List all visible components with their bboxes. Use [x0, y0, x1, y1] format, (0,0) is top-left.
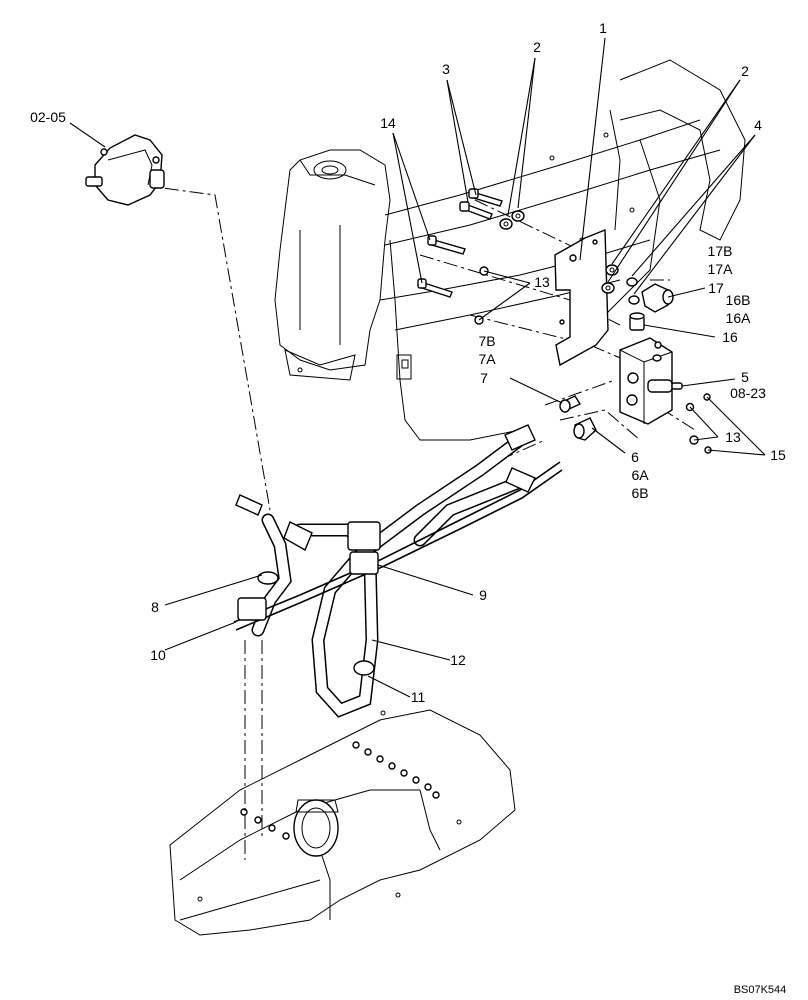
callout-7a: 7A — [478, 351, 496, 367]
callout-16: 16 — [722, 329, 738, 345]
callout-17b: 17B — [708, 243, 733, 259]
floor-bolt-row — [240, 741, 440, 840]
hose-fittings — [235, 424, 536, 552]
chassis-frame — [274, 59, 746, 441]
callout-17a: 17A — [708, 261, 734, 277]
callout-15: 15 — [770, 447, 786, 463]
callout-3: 3 — [442, 61, 450, 77]
callout-11: 11 — [411, 689, 426, 705]
callout-7b: 7B — [478, 333, 495, 349]
leader-lines — [69, 37, 766, 698]
callout-02-05: 02-05 — [30, 109, 66, 125]
elbow-fitting-17 — [641, 283, 674, 313]
callout-16a: 16A — [726, 310, 752, 326]
elbow-fitting-6 — [573, 417, 597, 441]
callout-08-23: 08-23 — [730, 385, 766, 401]
callout-10: 10 — [150, 647, 166, 663]
callout-1: 1 — [599, 20, 607, 36]
hose-clamps — [237, 521, 381, 676]
callout-14: 14 — [380, 115, 396, 131]
callout-4: 4 — [754, 117, 762, 133]
callout-7: 7 — [480, 370, 488, 386]
floor-plate — [169, 709, 516, 936]
callout-17: 17 — [708, 280, 724, 296]
straight-fitting-7 — [559, 395, 582, 413]
hydraulic-pump — [85, 134, 165, 206]
callout-6b: 6B — [631, 485, 648, 501]
callout-16b: 16B — [726, 292, 751, 308]
drawing-reference-id: BS07K544 — [734, 984, 787, 996]
callout-labels: 1 2 2 3 4 14 13 13 17B 17A 17 16B 16A 16… — [30, 20, 786, 996]
callout-13-lower: 13 — [725, 429, 741, 445]
straight-fitting-16 — [629, 312, 645, 331]
callout-6a: 6A — [631, 467, 649, 483]
callout-8: 8 — [151, 599, 159, 615]
callout-12: 12 — [450, 652, 466, 668]
hydraulic-hoses — [251, 433, 532, 718]
valve-block — [619, 337, 683, 425]
callout-6: 6 — [631, 449, 639, 465]
callout-13-upper: 13 — [534, 274, 550, 290]
callout-5: 5 — [741, 369, 749, 385]
callout-2-right: 2 — [741, 63, 749, 79]
callout-9: 9 — [479, 587, 487, 603]
valve-mounting-bracket — [554, 228, 609, 367]
callout-2-top: 2 — [533, 39, 541, 55]
